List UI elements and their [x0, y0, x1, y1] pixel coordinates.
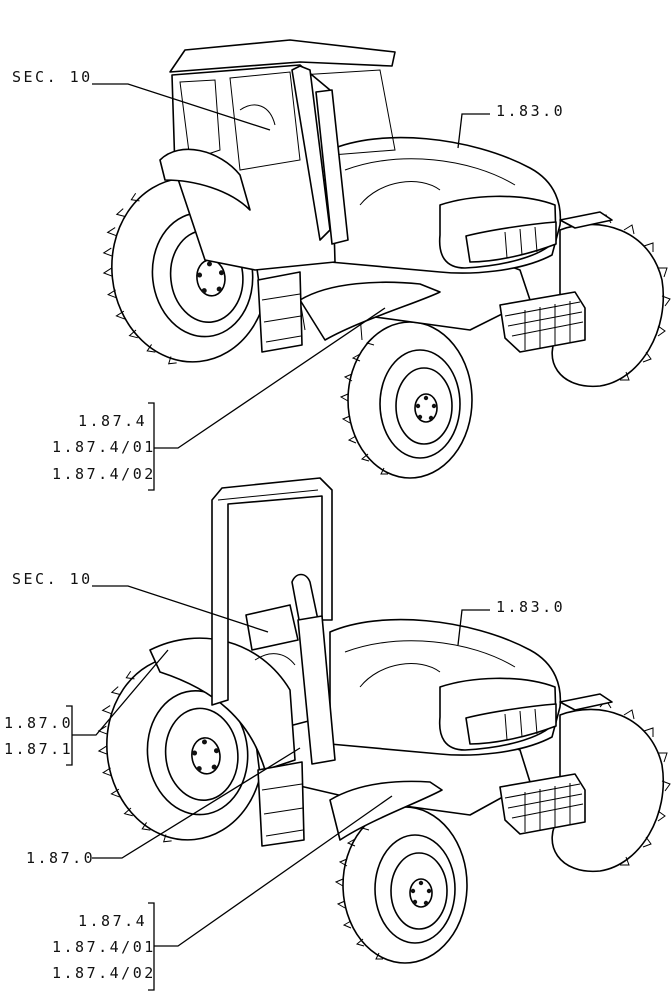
bottom-front-fender-callout-1: 1.87.0 — [4, 714, 73, 732]
top-rear-fender-callout-2: 1.87.4/01 — [52, 438, 156, 456]
bottom-hood-callout: 1.83.0 — [496, 598, 565, 616]
top-rear-fender-callout-1: 1.87.4 — [78, 412, 147, 430]
bottom-rear-fender-callout-1: 1.87.4 — [78, 912, 147, 930]
top-tractor-illustration — [94, 39, 671, 479]
bottom-step-callout: 1.87.0 — [26, 849, 95, 867]
top-rear-fender-callout-3: 1.87.4/02 — [52, 465, 156, 483]
bottom-tractor-illustration — [89, 477, 671, 964]
bottom-front-fender-callout-2: 1.87.1 — [4, 740, 73, 758]
top-hood-callout: 1.83.0 — [496, 102, 565, 120]
top-cab-callout: SEC. 10 — [12, 68, 93, 86]
leader-lines — [66, 83, 490, 991]
bottom-platform-callout: SEC. 10 — [12, 570, 93, 588]
bottom-rear-fender-callout-3: 1.87.4/02 — [52, 964, 156, 982]
callout-labels: SEC. 10 1.83.0 1.87.4 1.87.4/01 1.87.4/0… — [4, 68, 565, 982]
bottom-rear-fender-callout-2: 1.87.4/01 — [52, 938, 156, 956]
